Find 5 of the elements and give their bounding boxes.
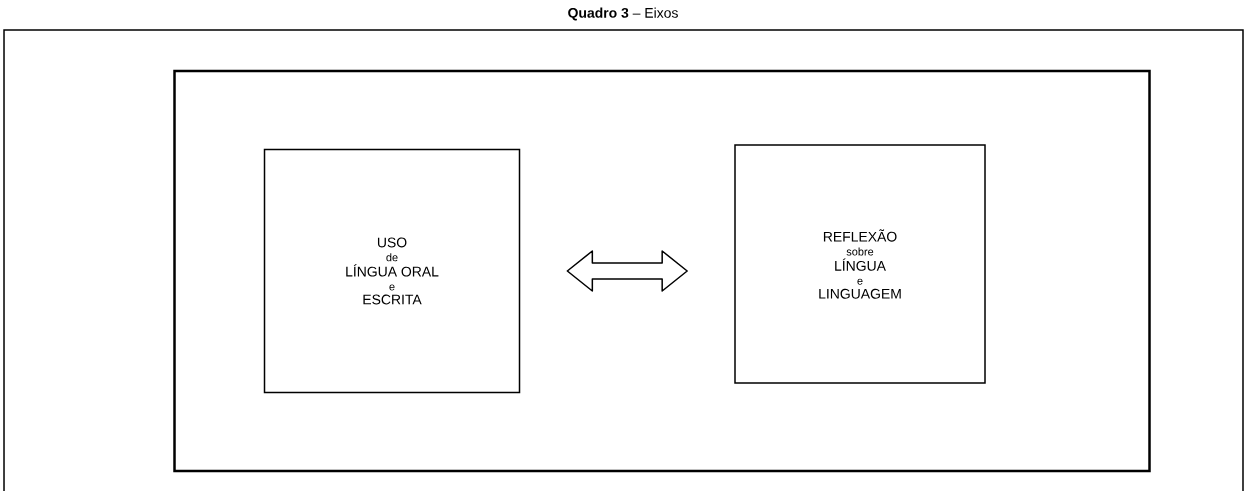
title: Quadro 3 – Eixos: [568, 7, 678, 21]
double-arrow: [566, 250, 688, 292]
text-box: USO de LÍNGUA ORAL e ESCRITA: [263, 148, 521, 394]
text-box: REFLEXÃO sobre LÍNGUA e LINGUAGEM: [734, 144, 986, 384]
frame-box: [173, 69, 1151, 473]
